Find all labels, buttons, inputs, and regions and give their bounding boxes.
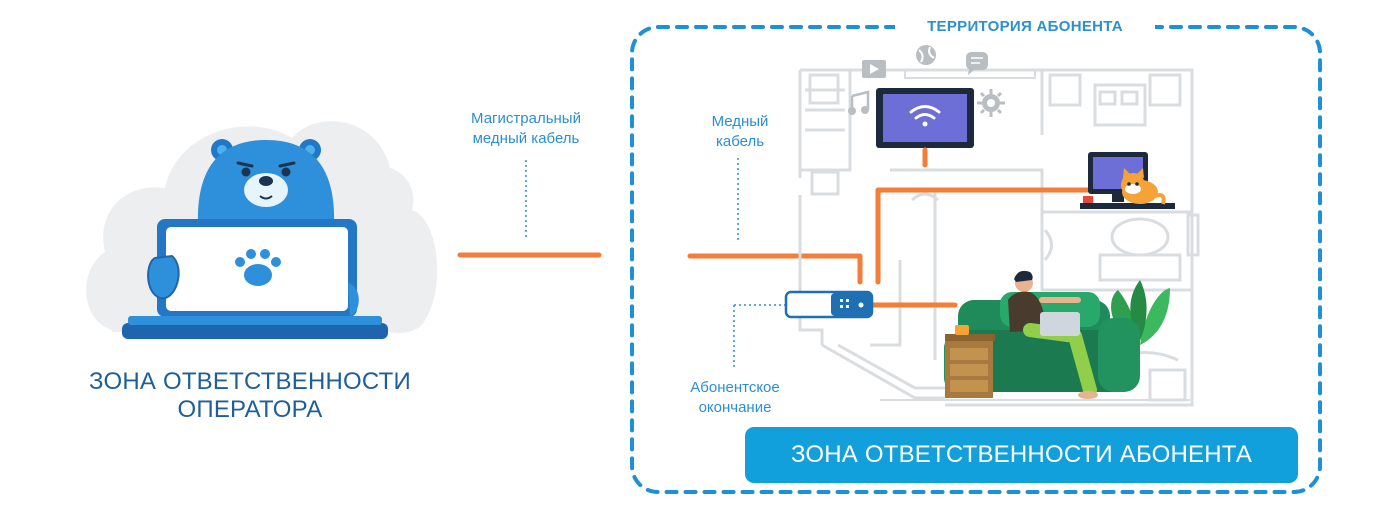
operator-zone-title-line2: ОПЕРАТОРА [177, 396, 323, 423]
chat-bubble-icon [966, 52, 988, 75]
bear-paw-right [348, 283, 359, 316]
copper-cable-label-line1: Медный [711, 113, 769, 130]
terminal-label-line2: окончание [698, 399, 772, 416]
laptop-icon [122, 219, 388, 339]
music-note-icon [848, 90, 870, 115]
territory-label: ТЕРРИТОРИЯ АБОНЕНТА [895, 16, 1155, 38]
paw-icon [235, 249, 281, 286]
copper-cable-label: Медный кабель [680, 112, 800, 152]
globe-icon [916, 45, 936, 65]
wifi-icon [909, 105, 941, 120]
operator-zone-title: ЗОНА ОТВЕТСТВЕННОСТИ ОПЕРАТОРА [60, 368, 440, 424]
person-icon [1008, 270, 1098, 399]
operator-illustration [86, 121, 438, 339]
trunk-cable-label: Магистральный медный кабель [446, 109, 606, 149]
trunk-cable-label-line1: Магистральный [471, 110, 581, 127]
terminal-label-line1: Абонентское [690, 379, 780, 396]
copper-cable-line [687, 253, 863, 285]
operator-zone-title-line1: ЗОНА ОТВЕТСТВЕННОСТИ [89, 368, 411, 395]
copper-cable-label-line2: кабель [715, 133, 765, 150]
gear-icon [977, 89, 1005, 117]
floor-plan [798, 68, 1200, 407]
terminal-label: Абонентское окончание [660, 378, 810, 418]
trunk-cable-label-line2: медный кабель [472, 130, 580, 147]
bear-paw-left [147, 254, 180, 300]
cat-icon [1121, 168, 1166, 205]
territory-dashed-border [630, 25, 1322, 494]
side-table [945, 325, 995, 398]
subscriber-zone-title: ЗОНА ОТВЕТСТВЕННОСТИ АБОНЕНТА [745, 427, 1298, 483]
tv-icon [876, 88, 974, 148]
home-cables [867, 147, 1113, 308]
bear-mascot-icon [197, 139, 335, 225]
video-icon [862, 60, 886, 78]
modem-icon [784, 290, 874, 319]
